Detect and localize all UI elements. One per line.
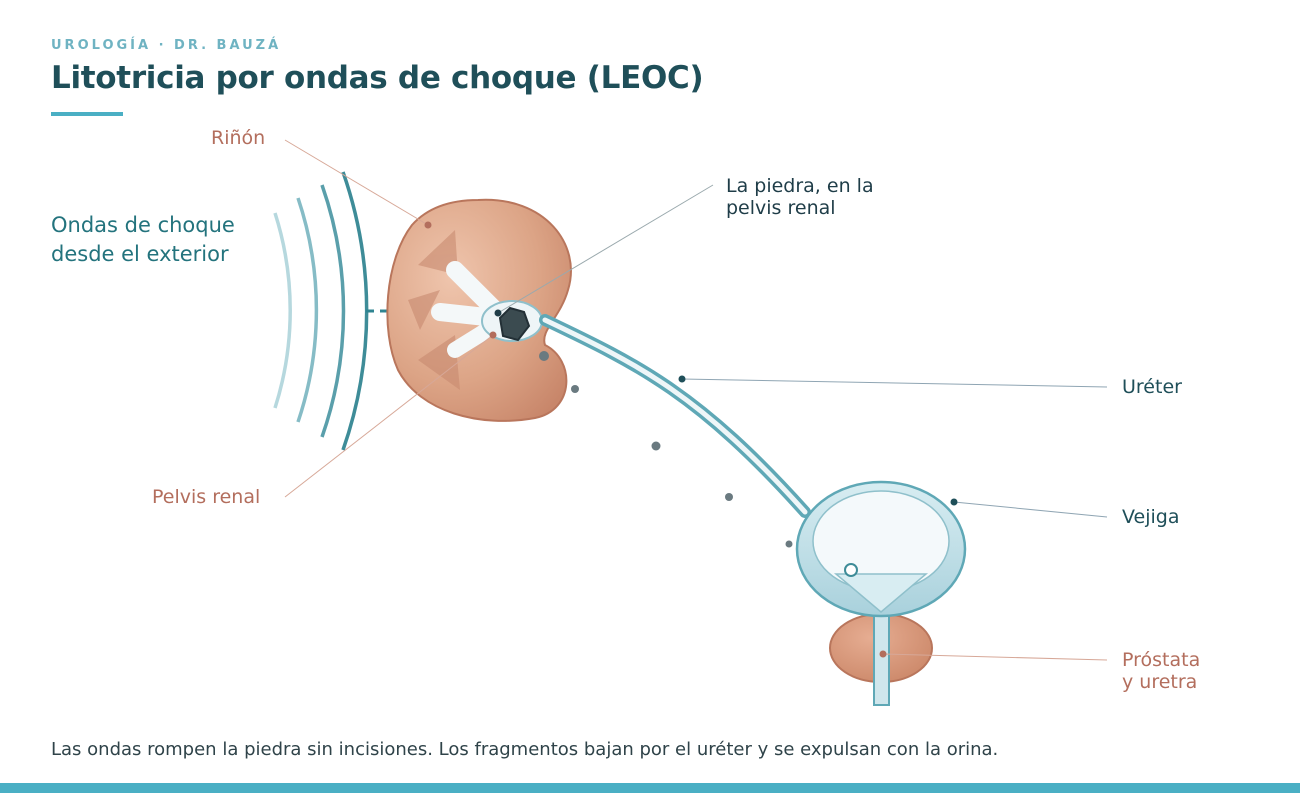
label-shockwaves: Ondas de choque desde el exterior: [51, 211, 235, 269]
bladder-trigone: [833, 573, 929, 613]
shock-waves: [273, 171, 369, 451]
label-renal-pelvis: Pelvis renal: [152, 486, 261, 508]
label-prostate-line2: y uretra: [1122, 671, 1198, 693]
leader-lines: [284, 139, 1108, 661]
ureter-tube-outer: [539, 314, 811, 518]
label-ureter: Uréter: [1122, 376, 1182, 398]
label-stone: La piedra, en la pelvis renal: [726, 175, 874, 219]
label-shockwaves-line2: desde el exterior: [51, 242, 229, 266]
caption: Las ondas rompen la piedra sin incisione…: [51, 739, 999, 760]
label-kidney: Riñón: [211, 127, 266, 149]
stone-fragments: [539, 351, 793, 548]
label-stone-line1: La piedra, en la: [726, 175, 874, 197]
footer-bar: [0, 783, 1300, 793]
label-stone-line2: pelvis renal: [726, 197, 836, 219]
label-prostate: Próstata y uretra: [1122, 649, 1200, 693]
stone-icon: [498, 306, 531, 342]
title-underline: [51, 112, 123, 116]
ureteral-orifice: [844, 563, 858, 577]
label-prostate-line1: Próstata: [1122, 649, 1201, 671]
page-title: Litotricia por ondas de choque (LEOC): [51, 60, 704, 96]
header-kicker: UROLOGÍA · DR. BAUZÁ: [51, 38, 282, 53]
label-shockwaves-line1: Ondas de choque: [51, 213, 235, 237]
leader-dots: [424, 221, 958, 658]
label-bladder: Vejiga: [1122, 506, 1180, 528]
ureter-tube-inner: [542, 317, 808, 515]
